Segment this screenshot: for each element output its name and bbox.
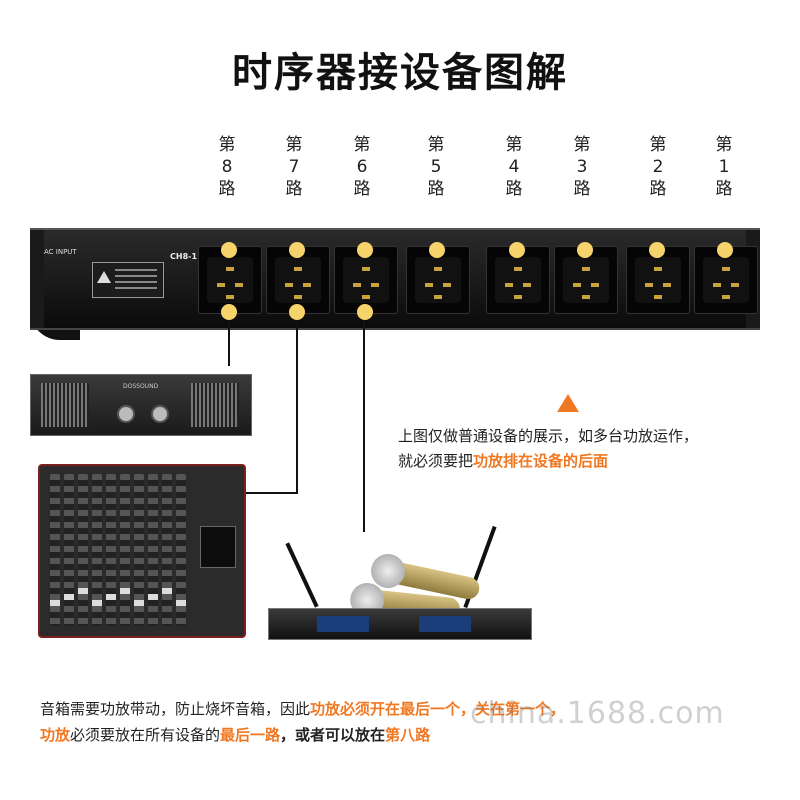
line-to-mixer-h: [246, 492, 298, 494]
mixer-channel-strip: [106, 474, 116, 626]
mixer-channel-strip: [162, 474, 172, 626]
connection-dot-top-8: [221, 242, 237, 258]
warning-icon: [97, 271, 111, 283]
mixer-channel-strip: [134, 474, 144, 626]
amp-grill-left: [41, 383, 89, 427]
connection-dot-bottom-8: [221, 304, 237, 320]
receiver-display-b: [419, 616, 471, 632]
page-title: 时序器接设备图解: [0, 40, 800, 98]
connection-dot-top-4: [509, 242, 525, 258]
mixer-channel-strip: [78, 474, 88, 626]
amp-knob-left: [117, 405, 135, 423]
ac-input-label: AC INPUT: [44, 248, 77, 256]
mixer-display: [200, 526, 236, 568]
bottom-explanation: 音箱需要功放带动，防止烧坏音箱，因此功放必须开在最后一个，关在第一个， 功放必须…: [40, 696, 790, 748]
mixer-channel-strip: [50, 474, 60, 626]
connection-dot-top-5: [429, 242, 445, 258]
line-to-amp: [228, 318, 230, 366]
power-amplifier: DOSSOUND: [30, 374, 252, 436]
rack-ear-left: [30, 230, 44, 328]
connection-dot-top-3: [577, 242, 593, 258]
line-to-wireless: [363, 318, 365, 532]
amp-grill-right: [191, 383, 239, 427]
mixer-channel-strip: [92, 474, 102, 626]
connection-dot-top-6: [357, 242, 373, 258]
model-label: CH8-1: [170, 252, 197, 261]
connection-dot-bottom-7: [289, 304, 305, 320]
warning-triangle-icon: [557, 394, 579, 412]
connection-dot-bottom-6: [357, 304, 373, 320]
mixer-channel-strip: [120, 474, 130, 626]
connection-dot-top-1: [717, 242, 733, 258]
line-to-mixer-v: [296, 318, 298, 494]
connection-dot-top-7: [289, 242, 305, 258]
note-line-1: 上图仅做普通设备的展示，如多台功放运作，: [398, 424, 788, 449]
connection-dot-top-2: [649, 242, 665, 258]
mixer-channel-strip: [64, 474, 74, 626]
receiver-display-a: [317, 616, 369, 632]
caution-label: [92, 262, 164, 298]
note-text: 上图仅做普通设备的展示，如多台功放运作， 就必须要把功放排在设备的后面: [398, 424, 788, 474]
note-line-2: 就必须要把功放排在设备的后面: [398, 449, 788, 474]
antenna-left: [285, 542, 318, 607]
amp-knob-right: [151, 405, 169, 423]
mixer-channel-strip: [148, 474, 158, 626]
amp-brand: DOSSOUND: [123, 383, 158, 390]
wireless-receiver: [268, 608, 532, 640]
audio-mixer: [38, 464, 246, 638]
mixer-channel-strip: [176, 474, 186, 626]
